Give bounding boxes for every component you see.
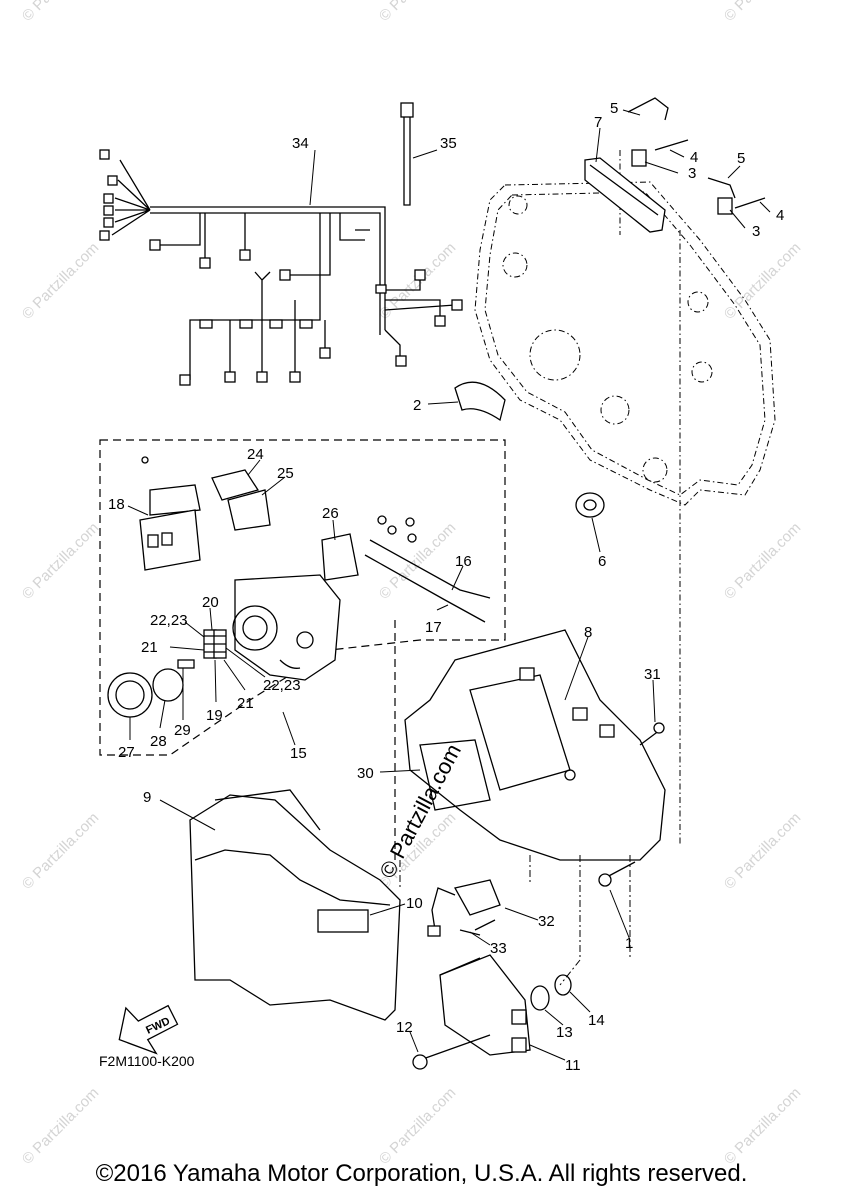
callout-label: 8 <box>584 624 592 641</box>
leader-lines <box>127 109 771 1061</box>
sensor-drawing <box>427 879 501 937</box>
clamp-drawing <box>627 97 766 215</box>
callout-label: 2 <box>413 397 421 414</box>
callout-label: 5 <box>737 150 745 167</box>
copyright-notice: ©2016 Yamaha Motor Corporation, U.S.A. A… <box>95 1160 748 1187</box>
watermark: © Partzilla.com <box>19 519 102 602</box>
reference-lines <box>399 855 631 986</box>
callout-label: 31 <box>644 666 661 683</box>
watermark: © Partzilla.com <box>19 0 102 25</box>
callout-label: 27 <box>118 744 135 761</box>
callout-label: 4 <box>776 207 784 224</box>
callout-label: 14 <box>588 1012 605 1029</box>
callout-label: 7 <box>594 114 602 131</box>
callout-label: 10 <box>406 895 423 912</box>
forward-arrow-icon: FWD <box>118 1004 179 1055</box>
callout-label: 9 <box>143 789 151 806</box>
callout-label: 11 <box>565 1057 581 1074</box>
callout-label: 19 <box>206 707 223 724</box>
callout-label: 20 <box>202 594 219 611</box>
relay-drawing <box>139 456 359 581</box>
bolt-drawing <box>412 722 665 1070</box>
callout-label: 12 <box>396 1019 413 1036</box>
callout-label: 35 <box>440 135 457 152</box>
cable-drawing <box>364 515 491 623</box>
watermark: © Partzilla.com <box>19 809 102 892</box>
callout-label: 3 <box>752 223 760 240</box>
callout-label: 16 <box>455 553 472 570</box>
wire-harness-drawing <box>99 149 463 386</box>
callout-label: 28 <box>150 733 167 750</box>
callout-labels: 34 35 5 7 4 3 5 4 3 2 6 24 25 18 26 16 1… <box>108 100 784 1074</box>
diagram-code: F2M1100-K200 <box>99 1053 195 1069</box>
lower-case-drawing <box>404 629 666 861</box>
rubber-grommet-drawing <box>575 492 605 518</box>
callout-label: 24 <box>247 446 264 463</box>
callout-label: 30 <box>357 765 374 782</box>
watermark: © Partzilla.com <box>721 239 804 322</box>
callout-label: 13 <box>556 1024 573 1041</box>
callout-label: 18 <box>108 496 125 513</box>
callout-label: 3 <box>688 165 696 182</box>
callout-label: 34 <box>292 135 309 152</box>
callout-label: 22,23 <box>263 677 301 694</box>
callout-label: 1 <box>625 935 633 952</box>
callout-label: 33 <box>490 940 507 957</box>
watermark: © Partzilla.com <box>721 519 804 602</box>
watermark: © Partzilla.com <box>721 0 804 25</box>
callout-label: 5 <box>610 100 618 117</box>
cable-tie-drawing <box>400 102 414 206</box>
fuse-drawing <box>177 629 227 669</box>
cover-drawing <box>189 789 401 1021</box>
callout-label: 29 <box>174 722 191 739</box>
callout-label: 4 <box>690 149 698 166</box>
callout-label: 15 <box>290 745 307 762</box>
watermark: © Partzilla.com <box>19 239 102 322</box>
grommet-drawing <box>454 381 506 422</box>
watermark: © Partzilla.com <box>19 1084 102 1167</box>
callout-label: 6 <box>598 553 606 570</box>
pad-drawing <box>584 157 666 233</box>
callout-label: 17 <box>425 619 442 636</box>
watermark: © Partzilla.com <box>721 1084 804 1167</box>
ecu-drawing <box>439 954 572 1056</box>
watermark: © Partzilla.com <box>721 809 804 892</box>
callout-label: 22,23 <box>150 612 188 629</box>
throttle-body-drawing <box>232 574 341 681</box>
watermark-layer: © Partzilla.com © Partzilla.com © Partzi… <box>19 0 804 1168</box>
cap-drawing <box>107 668 184 718</box>
watermark: © Partzilla.com <box>376 1084 459 1167</box>
callout-label: 21 <box>237 695 254 712</box>
callout-label: 26 <box>322 505 339 522</box>
watermark: © Partzilla.com <box>376 0 459 25</box>
gasket-drawing <box>419 739 491 811</box>
callout-label: 25 <box>277 465 294 482</box>
callout-label: 21 <box>141 639 158 656</box>
callout-label: 32 <box>538 913 555 930</box>
